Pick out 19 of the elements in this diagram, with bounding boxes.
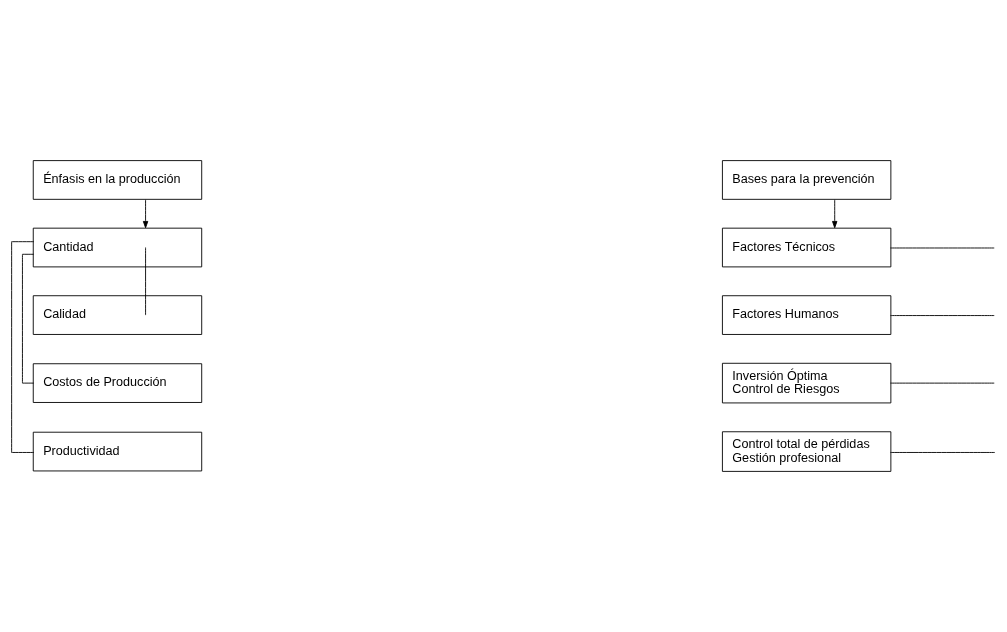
- node-box: Calidad: [32, 295, 203, 335]
- connector: [889, 247, 995, 249]
- node-box: Factores Técnicos: [721, 227, 892, 268]
- arrow: [142, 199, 149, 229]
- connector: [889, 452, 996, 453]
- connector: [11, 241, 35, 453]
- node-box: Bases para la prevención: [721, 160, 892, 200]
- node-box: Productividad: [32, 431, 203, 472]
- node-box: Control total de pérdidas Gestión profesional: [721, 431, 892, 472]
- node-box: Énfasis en la producción: [32, 160, 203, 200]
- connector: [889, 382, 995, 384]
- node-box: Factores Humanos: [721, 295, 892, 335]
- arrow: [832, 199, 838, 229]
- node-box: Cantidad: [32, 227, 203, 268]
- connector: [889, 315, 995, 316]
- node-box: Costos de Producción: [32, 363, 203, 403]
- connector: [145, 247, 146, 316]
- node-box: Inversión Óptima Control de Riesgos: [721, 362, 892, 404]
- connector: [22, 253, 35, 384]
